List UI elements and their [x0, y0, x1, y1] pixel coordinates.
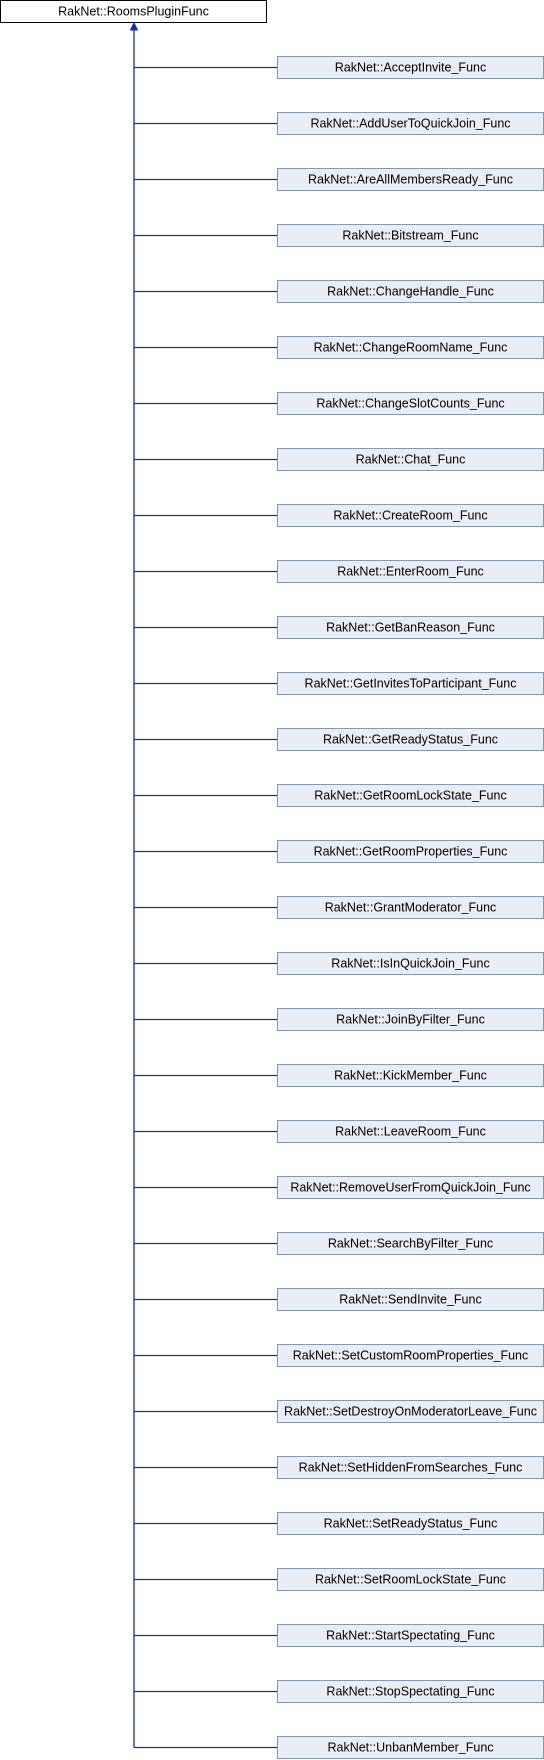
derived-class-node[interactable]: RakNet::LeaveRoom_Func: [277, 1120, 544, 1143]
inheritance-arrowhead: [129, 21, 139, 31]
derived-class-node[interactable]: RakNet::GrantModerator_Func: [277, 896, 544, 919]
derived-class-label: RakNet::ChangeRoomName_Func: [314, 341, 508, 355]
derived-class-label: RakNet::GetRoomProperties_Func: [314, 845, 508, 859]
derived-class-node[interactable]: RakNet::AcceptInvite_Func: [277, 56, 544, 79]
base-class-label: RakNet::RoomsPluginFunc: [58, 5, 209, 19]
derived-class-label: RakNet::StopSpectating_Func: [326, 1685, 494, 1699]
base-class-box: [0, 0, 267, 23]
derived-class-label: RakNet::EnterRoom_Func: [337, 565, 484, 579]
derived-class-label: RakNet::SetRoomLockState_Func: [315, 1573, 506, 1587]
derived-class-node[interactable]: RakNet::RemoveUserFromQuickJoin_Func: [277, 1176, 544, 1199]
derived-class-node[interactable]: RakNet::ChangeHandle_Func: [277, 280, 544, 303]
derived-class-label: RakNet::ChangeSlotCounts_Func: [316, 397, 504, 411]
derived-class-node[interactable]: RakNet::SearchByFilter_Func: [277, 1232, 544, 1255]
derived-class-label: RakNet::SetDestroyOnModeratorLeave_Func: [284, 1405, 537, 1419]
derived-class-label: RakNet::SetCustomRoomProperties_Func: [293, 1349, 529, 1363]
derived-class-node[interactable]: RakNet::EnterRoom_Func: [277, 560, 544, 583]
derived-class-node[interactable]: RakNet::GetBanReason_Func: [277, 616, 544, 639]
derived-class-node[interactable]: RakNet::StopSpectating_Func: [277, 1680, 544, 1703]
derived-class-node[interactable]: RakNet::SetCustomRoomProperties_Func: [277, 1344, 544, 1367]
derived-class-label: RakNet::AddUserToQuickJoin_Func: [310, 117, 510, 131]
derived-class-label: RakNet::Bitstream_Func: [342, 229, 478, 243]
derived-class-node[interactable]: RakNet::KickMember_Func: [277, 1064, 544, 1087]
derived-class-label: RakNet::SearchByFilter_Func: [328, 1237, 493, 1251]
base-class-node[interactable]: RakNet::RoomsPluginFunc: [0, 0, 267, 23]
derived-class-label: RakNet::LeaveRoom_Func: [335, 1125, 486, 1139]
derived-class-label: RakNet::StartSpectating_Func: [326, 1629, 495, 1643]
derived-class-label: RakNet::KickMember_Func: [334, 1069, 487, 1083]
derived-class-node[interactable]: RakNet::CreateRoom_Func: [277, 504, 544, 527]
derived-class-node[interactable]: RakNet::Bitstream_Func: [277, 224, 544, 247]
derived-class-node[interactable]: RakNet::GetReadyStatus_Func: [277, 728, 544, 751]
derived-class-label: RakNet::SetHiddenFromSearches_Func: [299, 1461, 523, 1475]
derived-class-label: RakNet::UnbanMember_Func: [327, 1741, 493, 1755]
derived-class-label: RakNet::GetReadyStatus_Func: [323, 733, 498, 747]
derived-class-label: RakNet::Chat_Func: [356, 453, 466, 467]
derived-classes: RakNet::AcceptInvite_FuncRakNet::AddUser…: [277, 56, 544, 1759]
derived-class-node[interactable]: RakNet::AddUserToQuickJoin_Func: [277, 112, 544, 135]
derived-class-label: RakNet::AcceptInvite_Func: [335, 61, 486, 75]
derived-class-node[interactable]: RakNet::SetReadyStatus_Func: [277, 1512, 544, 1535]
derived-class-label: RakNet::SendInvite_Func: [339, 1293, 481, 1307]
derived-class-label: RakNet::SetReadyStatus_Func: [324, 1517, 498, 1531]
derived-class-label: RakNet::GetInvitesToParticipant_Func: [305, 677, 517, 691]
derived-class-label: RakNet::JoinByFilter_Func: [336, 1013, 485, 1027]
derived-class-label: RakNet::IsInQuickJoin_Func: [331, 957, 489, 971]
derived-class-node[interactable]: RakNet::AreAllMembersReady_Func: [277, 168, 544, 191]
derived-class-node[interactable]: RakNet::StartSpectating_Func: [277, 1624, 544, 1647]
derived-class-node[interactable]: RakNet::IsInQuickJoin_Func: [277, 952, 544, 975]
derived-class-label: RakNet::CreateRoom_Func: [333, 509, 487, 523]
derived-class-node[interactable]: RakNet::GetRoomLockState_Func: [277, 784, 544, 807]
derived-class-node[interactable]: RakNet::SetHiddenFromSearches_Func: [277, 1456, 544, 1479]
derived-class-node[interactable]: RakNet::JoinByFilter_Func: [277, 1008, 544, 1031]
derived-class-node[interactable]: RakNet::ChangeSlotCounts_Func: [277, 392, 544, 415]
derived-class-label: RakNet::GetRoomLockState_Func: [314, 789, 506, 803]
connectors: [129, 21, 278, 1749]
derived-class-label: RakNet::RemoveUserFromQuickJoin_Func: [290, 1181, 530, 1195]
derived-class-node[interactable]: RakNet::ChangeRoomName_Func: [277, 336, 544, 359]
derived-class-node[interactable]: RakNet::GetInvitesToParticipant_Func: [277, 672, 544, 695]
derived-class-label: RakNet::ChangeHandle_Func: [327, 285, 494, 299]
derived-class-node[interactable]: RakNet::UnbanMember_Func: [277, 1736, 544, 1759]
derived-class-label: RakNet::GrantModerator_Func: [325, 901, 497, 915]
derived-class-label: RakNet::AreAllMembersReady_Func: [308, 173, 513, 187]
derived-class-node[interactable]: RakNet::GetRoomProperties_Func: [277, 840, 544, 863]
derived-class-node[interactable]: RakNet::Chat_Func: [277, 448, 544, 471]
derived-class-node[interactable]: RakNet::SetDestroyOnModeratorLeave_Func: [277, 1400, 544, 1423]
derived-class-node[interactable]: RakNet::SendInvite_Func: [277, 1288, 544, 1311]
derived-class-node[interactable]: RakNet::SetRoomLockState_Func: [277, 1568, 544, 1591]
derived-class-label: RakNet::GetBanReason_Func: [326, 621, 495, 635]
